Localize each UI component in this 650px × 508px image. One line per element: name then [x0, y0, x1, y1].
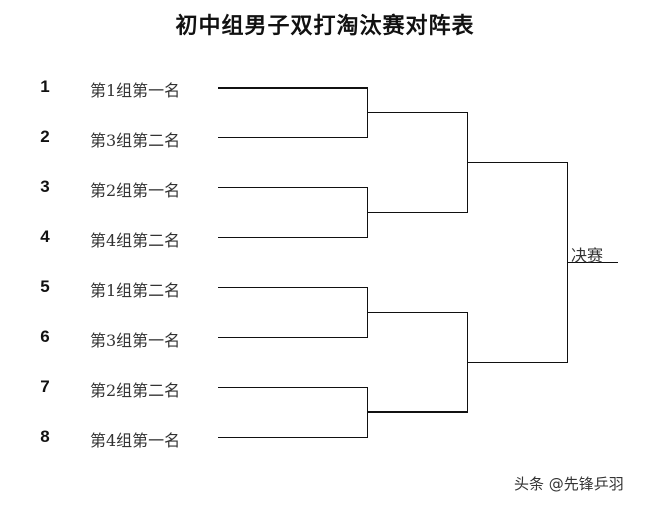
bracket-line: [367, 212, 468, 213]
bracket-line: [467, 362, 568, 363]
bracket-line: [467, 162, 568, 163]
bracket-line: [218, 437, 368, 438]
bracket-line: [367, 312, 468, 313]
bracket-line: [218, 287, 368, 288]
seed-number: 8: [40, 427, 50, 446]
entry-name: 第2组第一名: [90, 181, 181, 200]
entry-name: 第3组第二名: [90, 131, 181, 150]
bracket-line: [367, 411, 468, 413]
page-title: 初中组男子双打淘汰赛对阵表: [175, 13, 475, 39]
bracket-line: [218, 337, 368, 338]
entry-name: 第4组第二名: [90, 231, 181, 250]
bracket-line: [367, 112, 468, 113]
entry-name: 第4组第一名: [90, 431, 181, 450]
seed-number: 1: [40, 77, 50, 96]
bracket-line: [218, 237, 368, 238]
seed-number: 4: [40, 227, 50, 246]
final-label: 决赛: [571, 246, 604, 265]
watermark: 头条 @先锋乒羽: [514, 475, 624, 493]
seed-number: 5: [40, 277, 50, 296]
entry-name: 第3组第一名: [90, 331, 181, 350]
bracket-line: [218, 387, 368, 388]
entry-name: 第2组第二名: [90, 381, 181, 400]
final-line: [567, 262, 618, 263]
bracket-line: [218, 87, 368, 89]
bracket-line: [218, 187, 368, 188]
entry-name: 第1组第一名: [90, 81, 181, 100]
entry-name: 第1组第二名: [90, 281, 181, 300]
seed-number: 7: [40, 377, 50, 396]
seed-number: 3: [40, 177, 50, 196]
bracket-line: [218, 137, 368, 138]
seed-number: 6: [40, 327, 50, 346]
seed-number: 2: [40, 127, 50, 146]
